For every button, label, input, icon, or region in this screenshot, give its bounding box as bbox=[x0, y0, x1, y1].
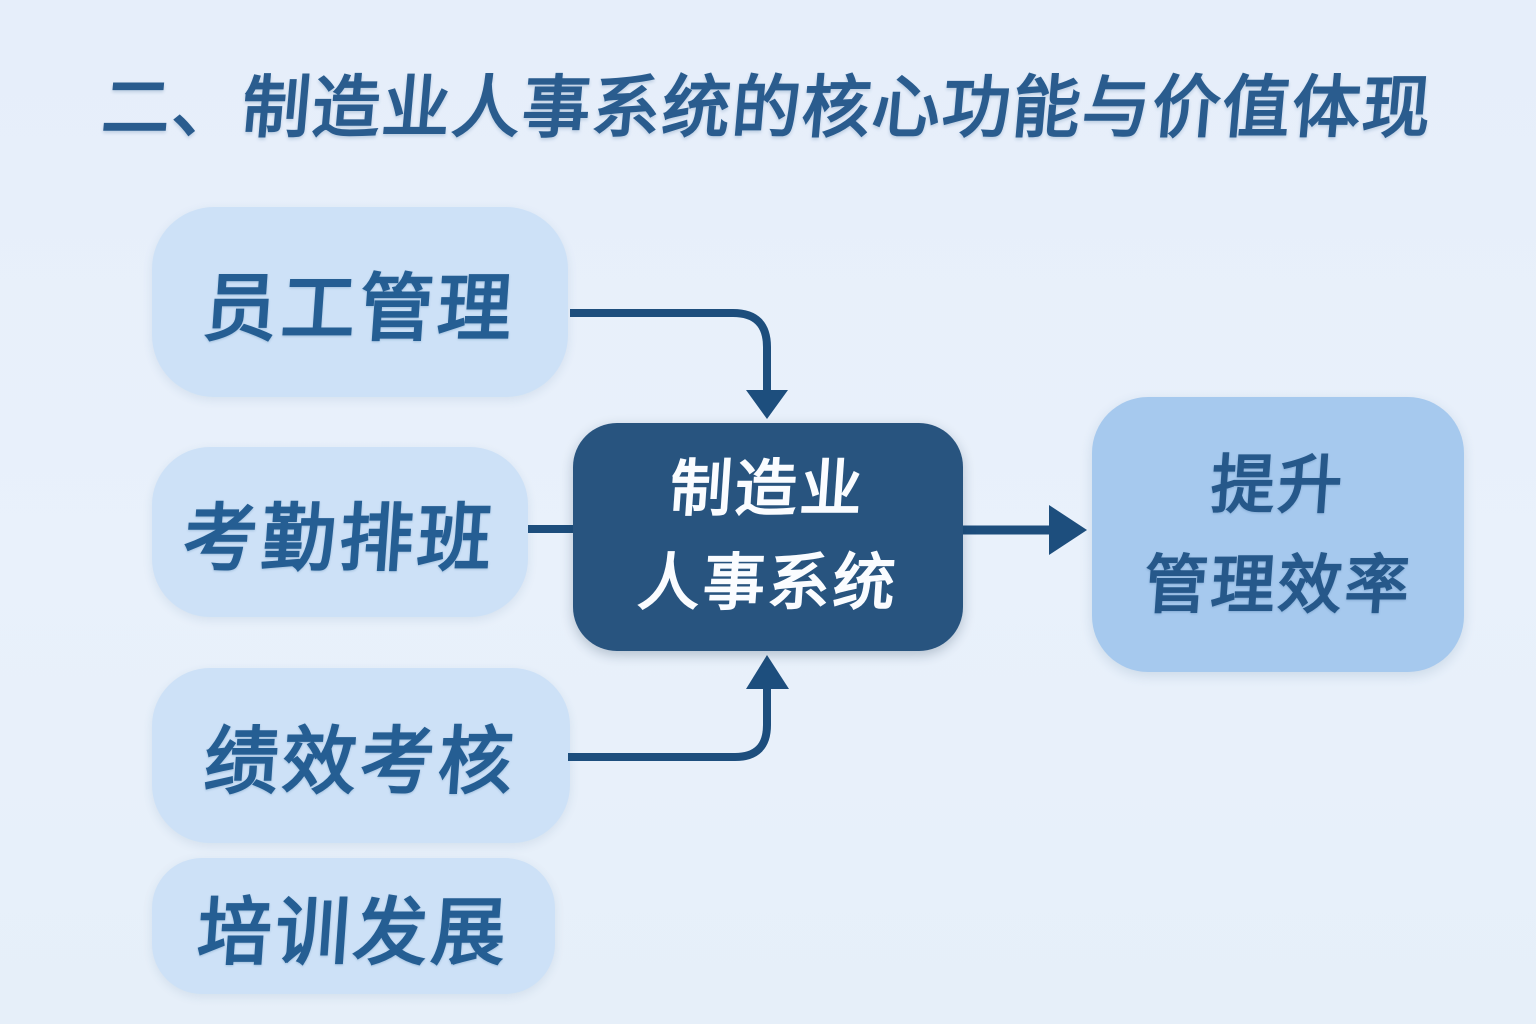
function-box-label: 考勤排班 bbox=[180, 496, 499, 580]
page-title: 二、制造业人事系统的核心功能与价值体现 bbox=[99, 70, 1436, 146]
arrow-employee-to-system-head bbox=[746, 390, 788, 419]
function-box-label: 绩效考核 bbox=[201, 720, 520, 803]
result-box-line1: 提升 bbox=[1208, 448, 1348, 521]
system-box-manufacturing-hr: 制造业 人事系统 bbox=[573, 423, 963, 651]
arrow-performance-to-system bbox=[568, 687, 771, 761]
result-box-efficiency: 提升 管理效率 bbox=[1092, 397, 1464, 672]
function-box-performance-appraisal: 绩效考核 bbox=[152, 668, 570, 843]
function-box-employee-management: 员工管理 bbox=[152, 207, 568, 397]
function-box-label: 员工管理 bbox=[200, 266, 519, 350]
function-box-label: 培训发展 bbox=[194, 890, 512, 974]
system-box-line1: 制造业 bbox=[668, 455, 868, 524]
function-box-training-development: 培训发展 bbox=[152, 858, 555, 994]
arrow-system-to-result-head bbox=[1049, 505, 1087, 555]
arrow-performance-to-system-head bbox=[746, 655, 789, 689]
arrow-employee-to-system bbox=[570, 309, 771, 391]
function-box-attendance-scheduling: 考勤排班 bbox=[152, 447, 528, 617]
result-box-line2: 管理效率 bbox=[1141, 548, 1415, 621]
system-box-line2: 人事系统 bbox=[635, 549, 901, 618]
